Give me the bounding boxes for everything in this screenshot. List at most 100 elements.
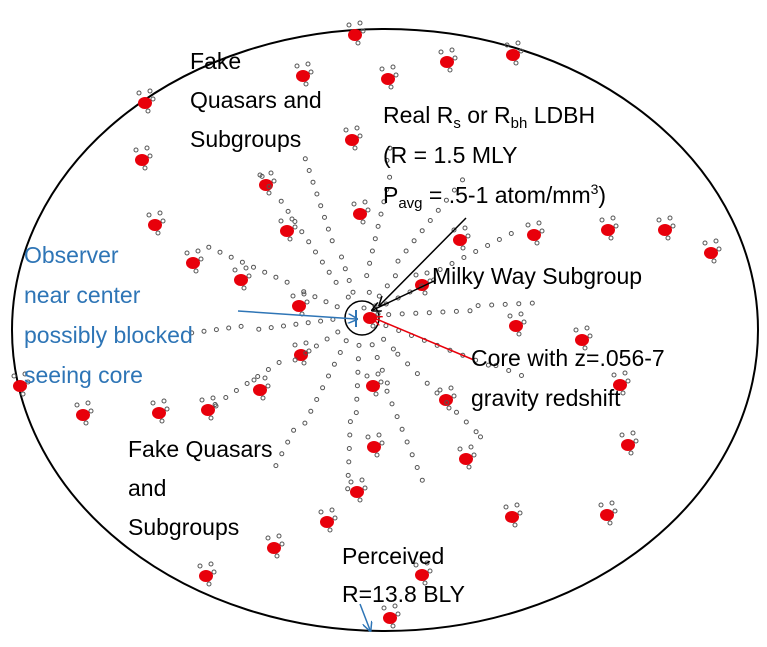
hollow-galaxy-dot bbox=[504, 42, 510, 48]
hollow-galaxy-dot bbox=[395, 611, 401, 617]
filament-dot bbox=[516, 301, 522, 307]
hollow-galaxy-dot bbox=[716, 246, 722, 252]
hollow-galaxy-dot bbox=[360, 28, 366, 34]
filament-dot bbox=[519, 373, 524, 378]
hollow-galaxy-dot bbox=[379, 440, 385, 446]
filament-dot bbox=[369, 342, 375, 348]
hollow-galaxy-dot bbox=[294, 63, 300, 69]
filament-dot bbox=[411, 238, 417, 244]
filament-dot bbox=[323, 299, 329, 305]
filament-dot bbox=[460, 177, 465, 183]
filament-dot bbox=[285, 208, 291, 214]
hollow-galaxy-dot bbox=[711, 258, 717, 264]
quasar-red-dot bbox=[704, 247, 718, 259]
hollow-galaxy-dot bbox=[451, 227, 457, 233]
hollow-galaxy-dot bbox=[630, 430, 636, 436]
hollow-galaxy-dot bbox=[360, 219, 366, 225]
hollow-galaxy-dot bbox=[25, 379, 31, 385]
hollow-galaxy-dot bbox=[346, 22, 352, 28]
hollow-galaxy-dot bbox=[150, 400, 156, 406]
hollow-galaxy-dot bbox=[608, 235, 614, 241]
hollow-galaxy-dot bbox=[343, 127, 349, 133]
perceived-line-1: Perceived bbox=[342, 543, 444, 569]
hollow-galaxy-dot bbox=[301, 360, 307, 366]
hollow-galaxy-dot bbox=[468, 444, 474, 450]
hollow-galaxy-dot bbox=[147, 88, 153, 94]
quasar-red-dot bbox=[152, 407, 166, 419]
hollow-galaxy-dot bbox=[210, 395, 216, 401]
filament-dot bbox=[346, 459, 352, 465]
filament-dot bbox=[201, 328, 207, 334]
filament-dot bbox=[259, 173, 265, 179]
hollow-galaxy-dot bbox=[271, 178, 277, 184]
hollow-galaxy-dot bbox=[251, 377, 257, 383]
quasar-red-dot bbox=[527, 229, 541, 241]
fake-top-line-3: Subgroups bbox=[190, 126, 301, 152]
hollow-galaxy-dot bbox=[619, 432, 625, 438]
filament-dot bbox=[364, 273, 370, 279]
hollow-galaxy-dot bbox=[351, 201, 357, 207]
hollow-galaxy-dot bbox=[365, 434, 371, 440]
filament-dot bbox=[376, 293, 382, 299]
hollow-galaxy-dot bbox=[512, 522, 518, 528]
hollow-galaxy-dot bbox=[628, 450, 634, 456]
filament-dot bbox=[310, 179, 316, 185]
filament-dot bbox=[435, 207, 441, 213]
filament-dot bbox=[244, 381, 250, 386]
filament-dot bbox=[293, 321, 299, 327]
hollow-galaxy-dot bbox=[518, 311, 524, 317]
fake-quasars-top-label: Fake Quasars and Subgroups bbox=[190, 48, 328, 152]
quasar-red-dot bbox=[186, 257, 200, 269]
filament-dot bbox=[367, 260, 373, 266]
hollow-galaxy-dot bbox=[452, 55, 458, 61]
hollow-galaxy-dot bbox=[656, 217, 662, 223]
filament-dot bbox=[292, 219, 298, 224]
quasar-red-dot bbox=[621, 439, 635, 451]
quasar-red-dot bbox=[439, 394, 453, 406]
hollow-galaxy-dot bbox=[144, 145, 150, 151]
fake-bottom-line-3: Subgroups bbox=[128, 514, 239, 540]
hollow-galaxy-dot bbox=[609, 500, 615, 506]
hollow-galaxy-dot bbox=[22, 371, 28, 377]
filament-dot bbox=[276, 360, 282, 365]
hollow-galaxy-dot bbox=[150, 96, 156, 102]
hollow-galaxy-dot bbox=[422, 290, 428, 296]
filament-dot bbox=[461, 255, 467, 260]
quasar-red-dot bbox=[453, 234, 467, 246]
hollow-galaxy-dot bbox=[390, 64, 396, 70]
perceived-radius-arrow bbox=[359, 603, 370, 630]
hollow-galaxy-dot bbox=[266, 190, 272, 196]
hollow-galaxy-dot bbox=[159, 418, 165, 424]
filament-dot bbox=[502, 301, 508, 307]
filament-dot bbox=[325, 226, 331, 232]
hollow-galaxy-dot bbox=[521, 319, 527, 325]
filament-dot bbox=[308, 408, 314, 414]
filament-dot bbox=[366, 289, 372, 295]
filament-dot bbox=[217, 249, 223, 255]
hollow-galaxy-dot bbox=[85, 400, 91, 406]
filament-dot bbox=[345, 486, 351, 492]
quasar-red-dot bbox=[381, 73, 395, 85]
quasar-red-dot bbox=[234, 274, 248, 286]
quasar-red-dot bbox=[353, 208, 367, 220]
filament-dot bbox=[384, 157, 390, 163]
filament-dot bbox=[212, 402, 218, 407]
hollow-galaxy-dot bbox=[133, 147, 139, 153]
density-label: Pavg = .5-1 atom/mm3) bbox=[383, 181, 606, 212]
filament-dot bbox=[384, 380, 390, 386]
hollow-galaxy-dot bbox=[607, 520, 613, 526]
quasar-red-dot bbox=[658, 224, 672, 236]
filament-dot bbox=[386, 312, 392, 318]
filament-dot bbox=[345, 472, 351, 478]
hollow-galaxy-dot bbox=[359, 477, 365, 483]
hollow-galaxy-dot bbox=[303, 81, 309, 87]
filament-dot bbox=[384, 388, 390, 394]
core-line-1: Core with z=.056-7 bbox=[471, 345, 665, 371]
ldbh-arrow bbox=[380, 217, 467, 305]
hollow-galaxy-dot bbox=[206, 581, 212, 587]
hollow-galaxy-dot bbox=[507, 313, 513, 319]
filament-dot bbox=[427, 218, 433, 223]
hollow-galaxy-dot bbox=[276, 533, 282, 539]
filament-dot bbox=[387, 145, 393, 151]
filament-dot bbox=[354, 383, 360, 389]
